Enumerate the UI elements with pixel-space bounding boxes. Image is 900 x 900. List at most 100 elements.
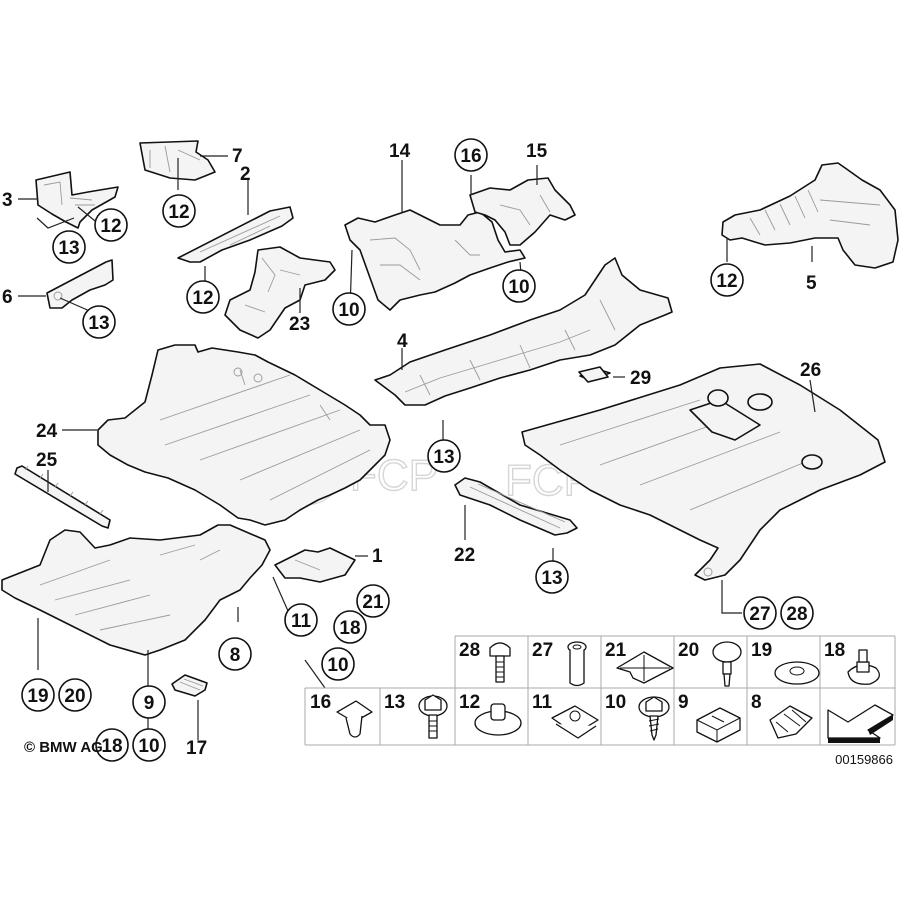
callout-13: 13 xyxy=(52,230,86,264)
circled-callouts: 12 13 12 13 12 16 10 10 12 13 13 11 21 1… xyxy=(21,138,814,762)
svg-text:18: 18 xyxy=(339,618,360,639)
grid-num-21: 21 xyxy=(605,640,627,661)
svg-text:10: 10 xyxy=(338,300,359,321)
svg-text:12: 12 xyxy=(192,288,213,309)
callout-10: 10 xyxy=(321,647,355,681)
part-22-panel xyxy=(454,477,578,536)
label-23: 23 xyxy=(289,314,310,335)
label-4: 4 xyxy=(397,331,408,352)
u-nut-icon xyxy=(551,705,599,739)
part-24-underbody-panel xyxy=(97,344,391,526)
grid-num-10: 10 xyxy=(605,692,626,713)
callout-10: 10 xyxy=(132,728,166,762)
callout-27: 27 xyxy=(743,596,777,630)
part-3-bracket xyxy=(35,171,119,229)
grid-num-27: 27 xyxy=(532,640,553,661)
svg-text:21: 21 xyxy=(362,592,384,613)
label-26: 26 xyxy=(800,360,821,381)
plain-labels: 3 7 2 6 23 14 15 5 4 29 26 24 25 22 1 17 xyxy=(2,141,821,759)
callout-10: 10 xyxy=(502,269,536,303)
adhesive-pad-icon xyxy=(616,651,674,684)
speed-nut-icon xyxy=(474,703,522,736)
svg-text:18: 18 xyxy=(101,736,122,757)
hex-bolt-icon xyxy=(418,694,448,739)
svg-text:12: 12 xyxy=(168,202,189,223)
svg-text:9: 9 xyxy=(144,693,155,714)
callout-12: 12 xyxy=(710,263,744,297)
callout-19: 19 xyxy=(21,678,55,712)
stud-plate-icon xyxy=(847,649,881,685)
svg-text:13: 13 xyxy=(88,313,109,334)
callout-12: 12 xyxy=(162,194,196,228)
grid-num-20: 20 xyxy=(678,640,699,661)
callout-13: 13 xyxy=(535,560,569,594)
grid-num-8: 8 xyxy=(751,692,762,713)
callout-16: 16 xyxy=(454,138,488,172)
self-tapping-screw-icon xyxy=(638,696,670,741)
grid-num-18: 18 xyxy=(824,640,845,661)
callout-20: 20 xyxy=(58,678,92,712)
label-15: 15 xyxy=(526,141,548,162)
svg-text:13: 13 xyxy=(541,568,562,589)
part-29-pad xyxy=(578,366,611,383)
part-1-cover xyxy=(274,547,356,583)
expanding-rivet-icon xyxy=(712,641,742,687)
part-14-shield xyxy=(344,209,526,311)
label-6: 6 xyxy=(2,287,13,308)
svg-text:20: 20 xyxy=(64,686,85,707)
part-9-front-shield xyxy=(1,524,271,656)
part-23-duct xyxy=(224,246,336,339)
diagram-reference-number: 00159866 xyxy=(835,752,893,767)
svg-text:27: 27 xyxy=(749,604,770,625)
grid-num-11: 11 xyxy=(532,692,553,713)
svg-text:12: 12 xyxy=(100,216,121,237)
part-5-shield xyxy=(721,162,899,269)
grid-num-13: 13 xyxy=(384,692,405,713)
washer-icon xyxy=(774,661,820,685)
svg-text:8: 8 xyxy=(230,645,241,666)
svg-text:19: 19 xyxy=(27,686,48,707)
svg-text:28: 28 xyxy=(786,604,807,625)
label-1: 1 xyxy=(372,546,383,567)
spacer-sleeve-icon xyxy=(567,641,587,687)
label-29: 29 xyxy=(630,368,651,389)
svg-text:10: 10 xyxy=(138,736,159,757)
part-4-tunnel-shield xyxy=(374,257,673,406)
callout-18: 18 xyxy=(95,728,129,762)
grid-num-9: 9 xyxy=(678,692,689,713)
label-24: 24 xyxy=(36,421,58,442)
part-17-pad xyxy=(171,674,208,697)
part-15-shield xyxy=(469,177,576,246)
label-3: 3 xyxy=(2,190,13,211)
label-17: 17 xyxy=(186,738,207,759)
svg-text:10: 10 xyxy=(327,655,348,676)
svg-text:13: 13 xyxy=(58,238,79,259)
label-7: 7 xyxy=(232,146,243,167)
grid-num-19: 19 xyxy=(751,640,772,661)
callout-8: 8 xyxy=(218,637,252,671)
part-6-bracket xyxy=(46,259,114,309)
callout-13: 13 xyxy=(82,305,116,339)
callout-12: 12 xyxy=(186,280,220,314)
grid-num-28: 28 xyxy=(459,640,480,661)
grid-num-12: 12 xyxy=(459,692,480,713)
svg-text:10: 10 xyxy=(508,277,529,298)
svg-text:11: 11 xyxy=(291,611,312,632)
part-26-underbody-panel xyxy=(521,363,886,581)
callout-18: 18 xyxy=(333,610,367,644)
svg-text:16: 16 xyxy=(460,146,481,167)
svg-text:12: 12 xyxy=(716,271,737,292)
part-2-strip xyxy=(177,206,294,263)
label-14: 14 xyxy=(389,141,411,162)
svg-text:13: 13 xyxy=(433,447,454,468)
callout-28: 28 xyxy=(780,596,814,630)
direction-arrow-icon xyxy=(827,704,894,743)
label-5: 5 xyxy=(806,273,817,294)
flange-bolt-icon xyxy=(489,642,511,683)
label-2: 2 xyxy=(240,164,251,185)
callout-11: 11 xyxy=(284,603,318,637)
copyright-text: © BMW AG xyxy=(24,739,103,756)
spring-clip-icon xyxy=(769,705,813,739)
callout-13: 13 xyxy=(427,439,461,473)
